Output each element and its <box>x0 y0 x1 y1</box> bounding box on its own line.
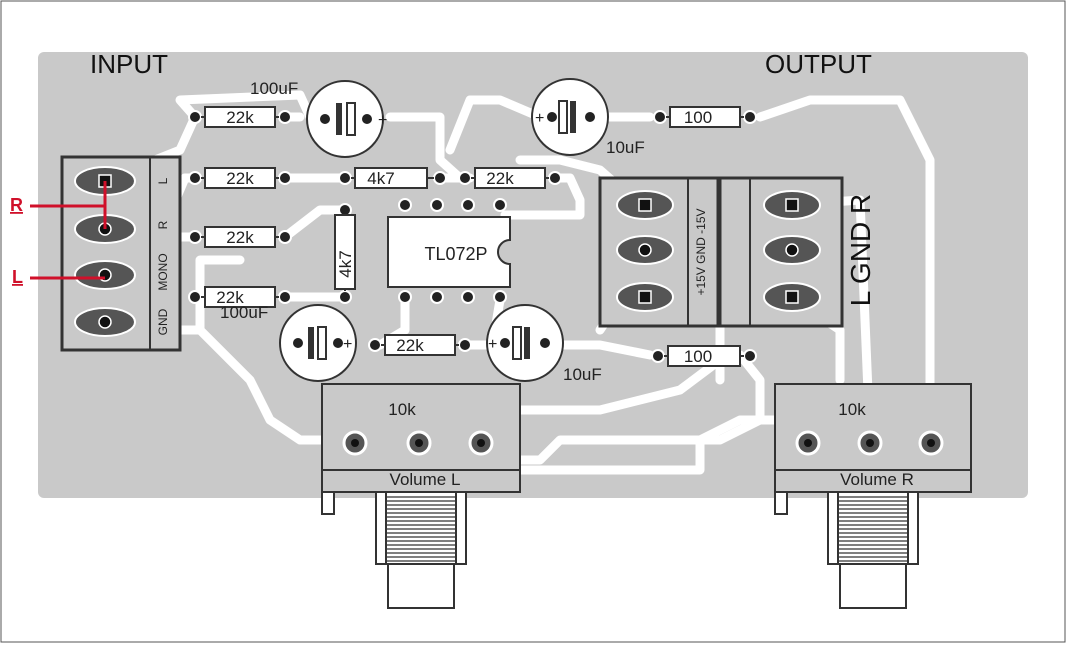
resistor: 4k7 <box>338 167 447 189</box>
power-connector: +15V GND -15V <box>598 176 720 328</box>
resistor: 22k <box>188 106 292 128</box>
ic-tl072p: TL072P <box>387 198 511 304</box>
input-connector: L R MONO GND <box>60 155 182 352</box>
resistor-label: 4k7 <box>336 250 355 277</box>
output-connector: L GND R <box>718 176 876 328</box>
resistor-label: 22k <box>216 288 244 307</box>
input-label-mono: MONO <box>156 253 170 290</box>
resistors: 22k 22k 22k 22k <box>188 106 757 367</box>
red-wires: R L <box>10 181 107 287</box>
capacitor: + 10uF <box>531 78 645 157</box>
svg-text:+: + <box>378 112 387 129</box>
capacitor: + 100uF <box>220 303 357 382</box>
potentiometer-volume-r: 10k Volume R <box>774 383 972 609</box>
input-label-gnd: GND <box>156 308 170 335</box>
resistor-label: 22k <box>396 336 424 355</box>
resistor: 22k <box>368 334 472 356</box>
power-connector-label: +15V GND -15V <box>694 208 708 295</box>
resistor-label: 22k <box>486 169 514 188</box>
pot-value: 10k <box>388 400 416 419</box>
svg-text:+: + <box>343 336 352 353</box>
resistor-label: 100 <box>684 108 712 127</box>
capacitor-label: 10uF <box>606 138 645 157</box>
pot-name: Volume R <box>840 470 914 489</box>
resistor: 22k <box>188 286 292 308</box>
pot-name: Volume L <box>390 470 461 489</box>
capacitor-label: 100uF <box>250 79 298 98</box>
resistor: 22k <box>188 226 292 248</box>
resistor-label: 22k <box>226 228 254 247</box>
output-connector-label: L GND R <box>845 194 876 307</box>
svg-text:+: + <box>535 110 544 127</box>
resistor: 100 <box>651 345 757 367</box>
resistor: 22k <box>188 167 292 189</box>
capacitors: + 100uF + 10uF + 100uF <box>220 78 645 384</box>
ic-label: TL072P <box>424 244 487 264</box>
resistor: 22k <box>458 167 562 189</box>
resistor-label: 4k7 <box>367 169 394 188</box>
resistor-label: 22k <box>226 169 254 188</box>
capacitor: + 10uF <box>486 304 602 384</box>
resistor: 100 <box>653 106 757 128</box>
output-title: OUTPUT <box>765 49 872 79</box>
capacitor: + 100uF <box>250 79 387 158</box>
wire-label-l: L <box>12 267 23 287</box>
wire-label-r: R <box>10 195 23 215</box>
potentiometer-volume-l: 10k Volume L <box>321 383 521 609</box>
input-label-l: L <box>156 177 170 184</box>
pot-value: 10k <box>838 400 866 419</box>
input-title: INPUT <box>90 49 168 79</box>
capacitor-label: 10uF <box>563 365 602 384</box>
svg-text:+: + <box>488 336 497 353</box>
resistor-label: 100 <box>684 347 712 366</box>
input-label-r: R <box>156 220 170 229</box>
resistor: 4k7 <box>334 203 356 304</box>
capacitor-label: 100uF <box>220 303 268 322</box>
resistor-label: 22k <box>226 108 254 127</box>
